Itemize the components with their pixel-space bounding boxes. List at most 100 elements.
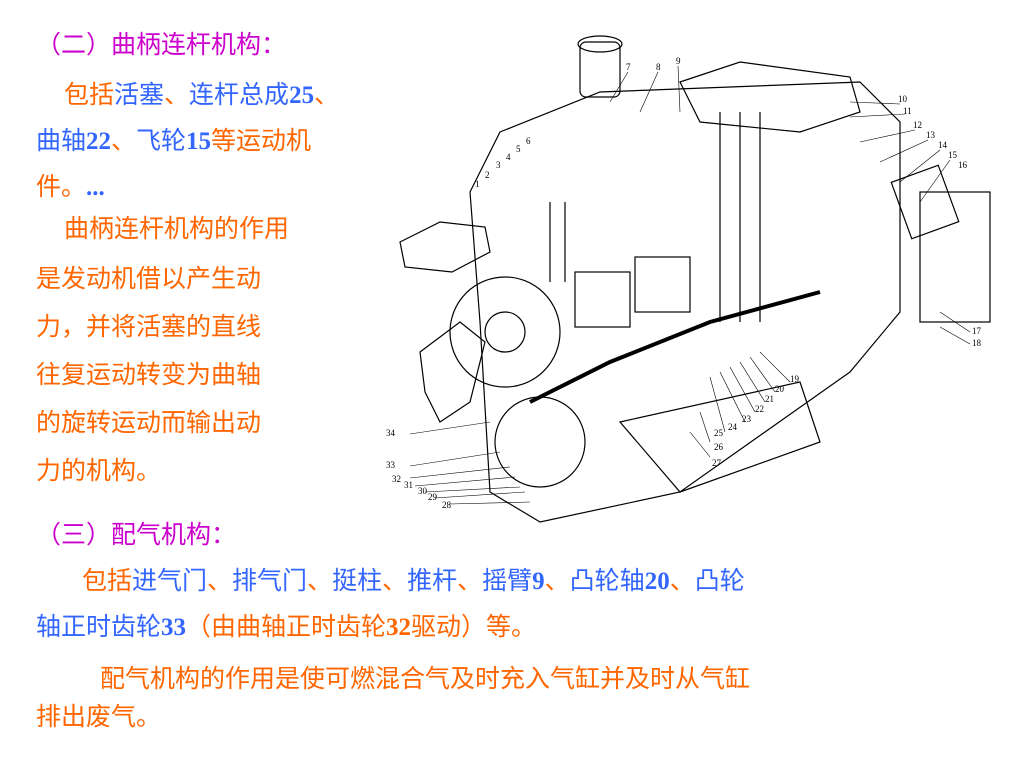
section2-function-line: 是发动机借以产生动 <box>36 264 262 293</box>
callout-30: 30 <box>418 486 428 496</box>
callout-28: 28 <box>442 500 452 510</box>
part-cam: 凸轮 <box>694 566 745 595</box>
starter-icon <box>890 164 960 240</box>
part-intake-valve: 进气门 <box>132 566 208 595</box>
section2-function-line: 的旋转运动而输出动 <box>36 408 262 437</box>
callout-24: 24 <box>728 422 738 432</box>
part-number: 9 <box>532 568 545 595</box>
sep: 、 <box>457 566 483 595</box>
sep: 、 <box>544 566 570 595</box>
part-suffix: 等运动机 <box>211 126 312 155</box>
includes-lead: 包括 <box>64 80 115 109</box>
piston-icon <box>574 271 631 328</box>
callout-18: 18 <box>972 338 982 348</box>
part-rocker-arm: 摇臂 <box>482 566 533 595</box>
fan-blade-icon <box>419 321 486 423</box>
callout-31: 31 <box>404 480 413 490</box>
air-intake-icon <box>579 41 621 98</box>
section3-heading: （三）配气机构： <box>36 520 237 549</box>
callout-13: 13 <box>926 130 936 140</box>
section2-includes-line1: 包括活塞、连杆总成25、 <box>64 78 339 113</box>
callout-12: 12 <box>913 120 922 130</box>
part-push-rod: 推杆 <box>407 566 458 595</box>
callout-numbers: 1 2 3 4 5 6 7 8 9 10 11 12 13 14 15 16 1… <box>386 56 982 510</box>
engine-outline <box>399 35 991 523</box>
callout-7: 7 <box>626 62 631 72</box>
sep: 、 <box>207 566 233 595</box>
callout-32: 32 <box>392 474 401 484</box>
callout-19: 19 <box>790 374 800 384</box>
part-crankshaft: 曲轴 <box>36 126 87 155</box>
callout-21: 21 <box>765 394 774 404</box>
section2-heading: （二）曲柄连杆机构： <box>36 30 287 59</box>
part-flywheel: 飞轮 <box>136 126 187 155</box>
callout-6: 6 <box>526 136 531 146</box>
section2-function-line: 曲柄连杆机构的作用 <box>64 214 290 243</box>
callout-11: 11 <box>903 106 912 116</box>
crankshaft-icon <box>529 290 821 404</box>
callout-10: 10 <box>898 94 908 104</box>
callout-26: 26 <box>714 442 724 452</box>
section2-function-line: 力，并将活塞的直线 <box>36 312 262 341</box>
sep: 、 <box>669 566 695 595</box>
callout-5: 5 <box>516 144 521 154</box>
section3-includes-line2: 轴正时齿轮33（由曲轴正时齿轮32驱动）等。 <box>36 610 536 645</box>
part-number: 25 <box>289 82 315 109</box>
callout-23: 23 <box>742 414 752 424</box>
fan-blade-icon <box>399 221 491 273</box>
callout-34: 34 <box>386 428 396 438</box>
callout-27: 27 <box>712 458 722 468</box>
callout-3: 3 <box>496 160 501 170</box>
part-number: 33 <box>161 614 187 641</box>
callout-17: 17 <box>972 326 982 336</box>
part-tappet: 挺柱 <box>332 566 383 595</box>
callout-29: 29 <box>428 492 438 502</box>
engine-cutaway-diagram: 1 2 3 4 5 6 7 8 9 10 11 12 13 14 15 16 1… <box>386 35 991 523</box>
valve-cover-icon <box>679 61 861 133</box>
callout-15: 15 <box>948 150 958 160</box>
callout-16: 16 <box>958 160 968 170</box>
section2-function-line: 力的机构。 <box>36 456 162 485</box>
sep: 、 <box>164 80 190 109</box>
pulley-icon <box>449 276 561 388</box>
piston-icon <box>634 256 691 313</box>
part-piston: 活塞 <box>114 80 165 109</box>
part-number: 20 <box>644 568 670 595</box>
sep: 、 <box>111 126 137 155</box>
section3-function-line: 排出废气。 <box>36 702 162 731</box>
callout-33: 33 <box>386 460 396 470</box>
part-connecting-rod: 连杆总成 <box>189 80 290 109</box>
sep: 、 <box>307 566 333 595</box>
ellipsis: ... <box>86 174 105 201</box>
part-camshaft: 凸轮轴 <box>569 566 645 595</box>
air-intake-cap-icon <box>577 35 623 53</box>
section3-includes-line1: 包括进气门、排气门、挺柱、推杆、摇臂9、凸轮轴20、凸轮 <box>82 564 745 599</box>
callout-2: 2 <box>485 170 490 180</box>
callout-8: 8 <box>656 62 661 72</box>
flywheel-icon <box>494 396 586 488</box>
part-number: 15 <box>186 128 212 155</box>
callout-4: 4 <box>506 152 511 162</box>
callout-25: 25 <box>714 428 724 438</box>
engine-block-icon <box>469 81 901 523</box>
callout-1: 1 <box>475 179 480 189</box>
includes-lead: 包括 <box>82 566 133 595</box>
callout-20: 20 <box>775 384 785 394</box>
part-number: 22 <box>86 128 112 155</box>
part-cam-timing-gear: 轴正时齿轮 <box>36 612 162 641</box>
part-end: 件。 <box>36 172 87 201</box>
part-number: 32 <box>386 614 412 641</box>
oil-pan-icon <box>618 381 821 493</box>
section2-function-line: 往复运动转变为曲轴 <box>36 360 262 389</box>
sep: 、 <box>382 566 408 595</box>
part-exhaust-valve: 排气门 <box>232 566 308 595</box>
callout-22: 22 <box>755 404 764 414</box>
callout-9: 9 <box>676 56 681 66</box>
paren-text: （由曲轴正时齿轮 <box>186 612 387 641</box>
section2-includes-line2: 曲轴22、飞轮15等运动机 <box>36 124 311 159</box>
section3-function-line: 配气机构的作用是使可燃混合气及时充入气缸并及时从气缸 <box>100 664 751 693</box>
section2-includes-line3: 件。... <box>36 170 105 205</box>
pulley-hub-icon <box>484 311 526 353</box>
sep: 、 <box>314 80 340 109</box>
